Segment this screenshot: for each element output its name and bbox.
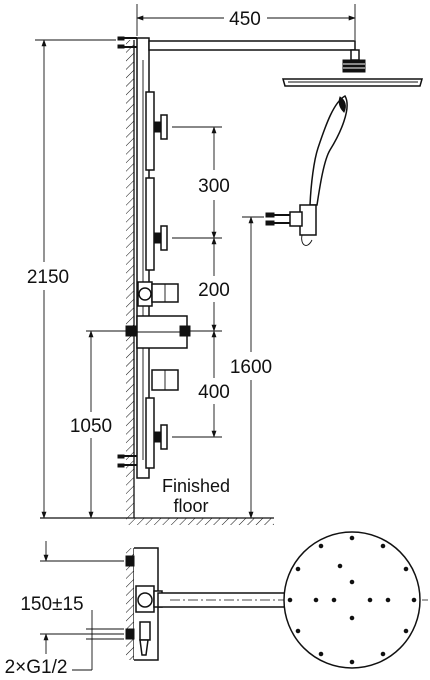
finished-floor-label-line1: Finished (162, 476, 230, 496)
dimension-text-400: 400 (198, 382, 230, 403)
dimension-text-1050: 1050 (70, 416, 112, 437)
floor-section (40, 517, 274, 525)
bottom-wall-bracket (117, 454, 137, 468)
body-jet-1 (153, 114, 168, 140)
plan-rain-shower (283, 531, 421, 669)
dimension-text-200: 200 (198, 280, 230, 301)
dimension-text-450: 450 (229, 9, 261, 30)
dimension-total-height: 2150 (27, 39, 116, 519)
dimension-inlet-height: 1050 (70, 330, 126, 519)
dimension-text-2150: 2150 (27, 267, 69, 288)
shower-column (136, 37, 155, 479)
finished-floor-label-line2: floor (173, 496, 208, 516)
flow-valve (151, 369, 179, 391)
dimension-text-300: 300 (198, 176, 230, 197)
dimension-text-150-15: 150±15 (20, 594, 83, 615)
thermostat-body (125, 315, 191, 349)
wall-section (126, 40, 135, 518)
dimension-text-1600: 1600 (230, 357, 272, 378)
overhead-arm (148, 40, 366, 73)
top-wall-bracket (117, 36, 137, 49)
dimension-wall-offset: 150±15 (20, 541, 124, 654)
dimension-arm-length: 450 (136, 4, 356, 40)
body-jet-3 (153, 424, 168, 450)
plan-column (125, 547, 163, 661)
dimension-jet-spacing: 300 200 400 (172, 126, 230, 438)
dimension-text-2xg12: 2×G1/2 (5, 657, 68, 678)
overhead-rain-shower (282, 78, 423, 87)
hand-shower (265, 94, 348, 246)
diverter-valve (137, 281, 179, 307)
dimension-handshower-holder: 1600 (230, 216, 272, 519)
body-jet-2 (153, 225, 168, 251)
inlet-thread-callout: 2×G1/2 (5, 610, 124, 678)
